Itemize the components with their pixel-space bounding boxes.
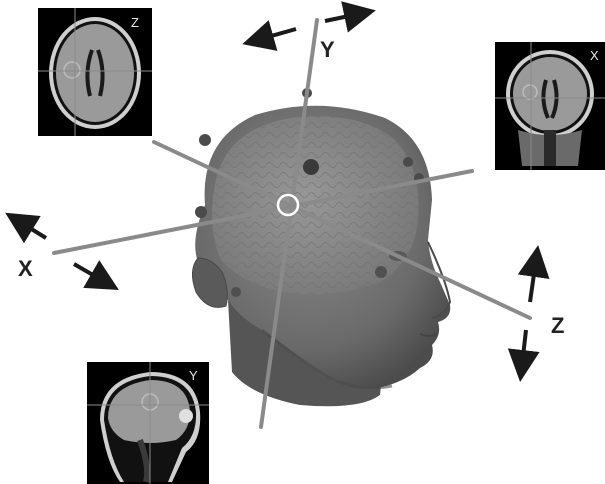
fiducial-marker bbox=[231, 287, 241, 297]
inset-label-sagittal: Y bbox=[189, 368, 198, 383]
head-render bbox=[192, 88, 450, 406]
axis-label-z: Z bbox=[551, 313, 564, 338]
mri-sagittal-slice: Y bbox=[87, 362, 209, 484]
fiducial-marker bbox=[375, 266, 387, 278]
mri-coronal-slice: X bbox=[495, 42, 605, 170]
fiducial-marker bbox=[195, 206, 207, 218]
rotation-arrow-y-right bbox=[325, 12, 368, 21]
inset-label-coronal: X bbox=[590, 48, 599, 63]
axis-label-y: Y bbox=[320, 37, 335, 62]
inset-label-axial: Z bbox=[131, 15, 139, 30]
rotation-arrow-z-down bbox=[521, 330, 526, 374]
fiducial-marker bbox=[403, 157, 413, 167]
rotation-arrow-y-left bbox=[250, 29, 296, 42]
mri-axial-slice: Z bbox=[38, 8, 152, 136]
rotation-arrow-x-up bbox=[12, 217, 46, 238]
fiducial-marker bbox=[303, 159, 319, 175]
brain-gyri bbox=[212, 116, 419, 294]
axis-label-x: X bbox=[18, 256, 33, 281]
rotation-arrow-z-up bbox=[530, 253, 537, 302]
fiducial-marker bbox=[199, 134, 211, 146]
rotation-arrow-x-down bbox=[74, 264, 112, 286]
